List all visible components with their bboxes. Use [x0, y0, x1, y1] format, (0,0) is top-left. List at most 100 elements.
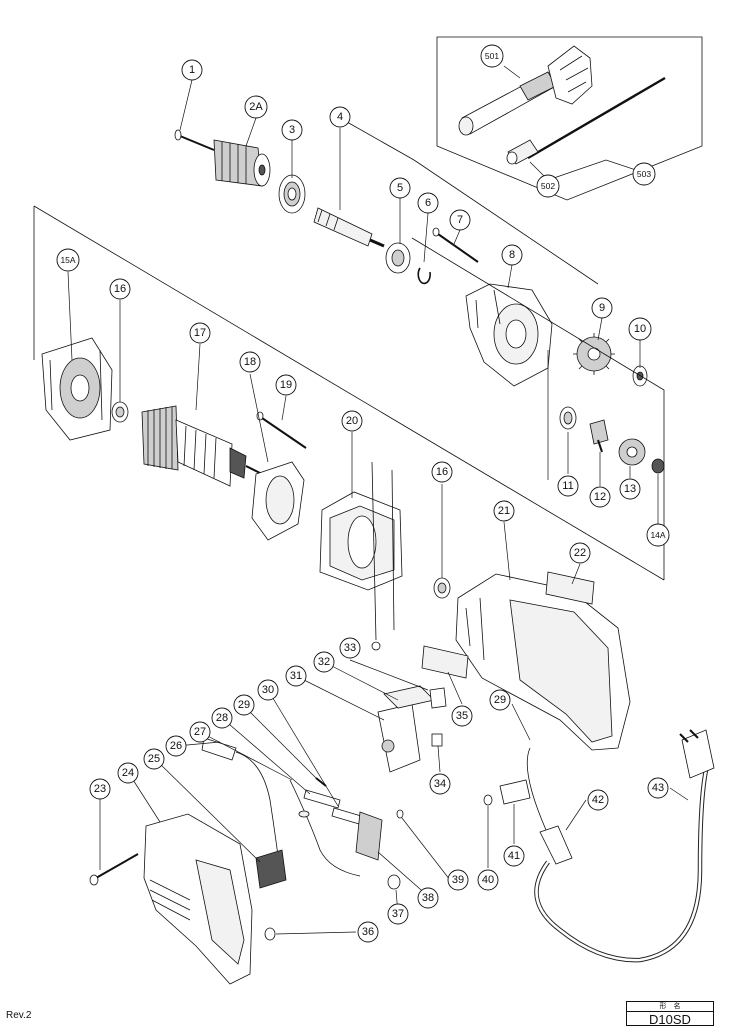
callout-19: 19	[275, 374, 297, 396]
handle-cover-25	[255, 849, 287, 889]
internal-wire-34	[431, 733, 443, 747]
svg-text:42: 42	[592, 794, 604, 806]
chuck-bolt-1	[174, 129, 215, 151]
tapping-screw-40	[483, 794, 493, 806]
svg-text:503: 503	[637, 169, 651, 179]
svg-text:31: 31	[290, 670, 302, 682]
svg-text:35: 35	[456, 710, 468, 722]
callout-36: 36	[357, 921, 379, 943]
callout-24: 24	[117, 762, 139, 784]
callout-2A: 2A	[244, 95, 268, 119]
callout-14A: 14A	[646, 523, 670, 547]
noise-suppressor-27	[289, 779, 361, 877]
callout-501: 501	[480, 44, 504, 68]
bearing-10	[632, 365, 648, 387]
callout-15A: 15A	[56, 248, 80, 272]
svg-text:7: 7	[457, 214, 463, 226]
callout-4: 4	[329, 106, 351, 128]
ball-bearing-16-rear	[111, 401, 129, 423]
callout-38: 38	[417, 887, 439, 909]
ball-bearing-5	[385, 242, 411, 274]
callout-12: 12	[589, 486, 611, 508]
cord-43	[534, 729, 715, 963]
callout-9: 9	[591, 297, 613, 319]
callout-35: 35	[451, 705, 473, 727]
pinion-12	[589, 419, 609, 453]
cord-clip-41	[499, 779, 531, 805]
svg-text:11: 11	[562, 480, 573, 492]
svg-text:18: 18	[244, 356, 256, 368]
pushing-button-33	[429, 687, 447, 709]
housing-set-24	[143, 813, 253, 985]
svg-text:4: 4	[337, 111, 343, 123]
svg-text:39: 39	[452, 874, 464, 886]
gear-9	[573, 333, 615, 375]
ball-bearing-3	[278, 174, 306, 214]
svg-text:8: 8	[509, 249, 515, 261]
svg-text:12: 12	[594, 491, 606, 503]
inner-cover-15A	[41, 337, 113, 441]
depth-gauge-502	[506, 76, 666, 165]
callout-7: 7	[449, 209, 471, 231]
callout-33: 33	[339, 637, 361, 659]
model-title-block: 形 名 D10SD	[626, 1001, 714, 1027]
svg-text:10: 10	[634, 323, 646, 335]
housing-21	[455, 573, 631, 751]
callout-1: 1	[181, 59, 203, 81]
switch-31	[377, 703, 421, 773]
side-handle-501	[458, 45, 593, 136]
svg-text:16: 16	[114, 283, 126, 295]
callout-26: 26	[165, 735, 187, 757]
svg-text:29: 29	[238, 699, 250, 711]
svg-text:501: 501	[485, 51, 499, 61]
svg-text:502: 502	[541, 181, 555, 191]
svg-text:6: 6	[425, 197, 431, 209]
callout-37: 37	[387, 903, 409, 925]
svg-text:32: 32	[318, 656, 330, 668]
callout-29-right: 29	[489, 689, 511, 711]
retaining-ring-6	[417, 267, 432, 285]
callout-10: 10	[628, 317, 652, 341]
armature-17	[141, 405, 263, 487]
callout-31: 31	[285, 665, 307, 687]
cord-armor-42	[526, 747, 573, 865]
svg-text:36: 36	[362, 926, 374, 938]
callout-13: 13	[619, 478, 641, 500]
tapping-screw-7	[432, 227, 479, 263]
callout-43: 43	[647, 777, 669, 799]
fan-guide-18	[251, 461, 305, 541]
svg-text:21: 21	[498, 505, 510, 517]
callout-32: 32	[313, 651, 335, 673]
revision-label: Rev.2	[6, 1010, 32, 1021]
callout-5: 5	[389, 177, 411, 199]
svg-text:27: 27	[194, 726, 206, 738]
callout-22: 22	[569, 542, 591, 564]
svg-text:43: 43	[652, 782, 664, 794]
bearing-14A	[651, 458, 665, 474]
callout-25: 25	[143, 748, 165, 770]
svg-text:17: 17	[194, 327, 206, 339]
ball-bearing-16-front	[433, 577, 451, 599]
tapping-screw-39	[396, 809, 404, 819]
tapping-screw-23	[89, 853, 139, 886]
callout-502: 502	[536, 174, 560, 198]
brush-holder-26	[201, 737, 279, 857]
svg-text:16: 16	[436, 466, 448, 478]
callout-11: 11	[557, 475, 579, 497]
name-plate-22	[545, 571, 595, 605]
gear-cover-8	[465, 283, 553, 387]
callout-39: 39	[447, 869, 469, 891]
callout-30: 30	[257, 679, 279, 701]
drill-chuck-2A	[213, 139, 271, 187]
leader-lines	[67, 79, 689, 935]
callout-3: 3	[281, 119, 303, 141]
callout-23: 23	[89, 778, 111, 800]
tapping-screw-37	[387, 874, 401, 890]
callout-21: 21	[493, 500, 515, 522]
callout-17: 17	[189, 322, 211, 344]
carbon-brush-28	[303, 789, 341, 809]
gear-13	[618, 438, 646, 466]
svg-text:28: 28	[216, 712, 228, 724]
model-number: D10SD	[649, 1012, 691, 1027]
svg-text:23: 23	[94, 783, 106, 795]
